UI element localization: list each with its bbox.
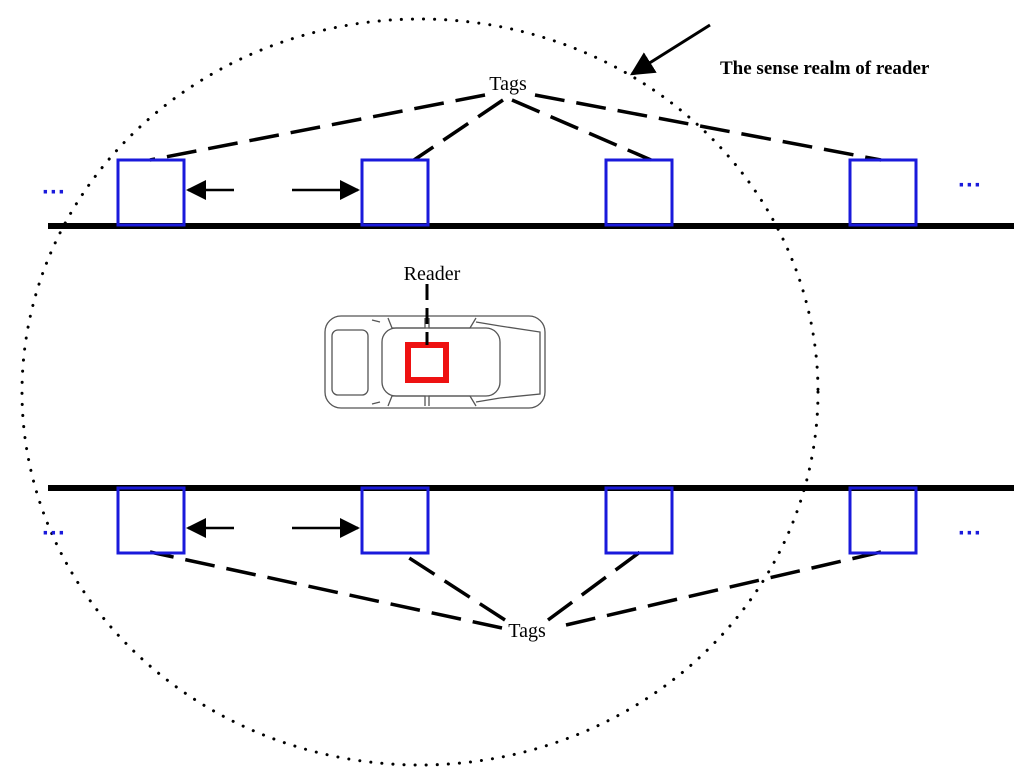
tag-links-bottom [149,550,882,630]
label-tags-bottom: Tags [508,620,546,642]
tag-bottom-3 [604,486,674,555]
tags-top-row [116,158,918,227]
ellipsis-right-top: ··· [958,172,982,199]
arrow-sense-realm [629,23,711,76]
tag-links-top [149,93,882,162]
ellipsis-left-top: ··· [42,179,66,206]
tags-bottom-row [116,486,918,555]
label-reader: Reader [404,263,461,285]
tag-bottom-2 [360,486,430,555]
ellipsis-left-bottom: ··· [42,520,66,547]
tag-top-4 [848,158,918,227]
tag-bottom-1 [116,486,186,555]
spacing-arrows [186,180,360,538]
tag-top-3 [604,158,674,227]
ellipsis-right-bottom: ··· [958,520,982,547]
tag-top-2 [360,158,430,227]
sense-realm-circle [20,17,820,767]
car-icon [324,315,546,409]
label-tags-top: Tags [489,73,527,95]
reader-device [405,342,449,383]
label-sense-realm: The sense realm of reader [720,58,930,79]
tag-bottom-4 [848,486,918,555]
tag-top-1 [116,158,186,227]
